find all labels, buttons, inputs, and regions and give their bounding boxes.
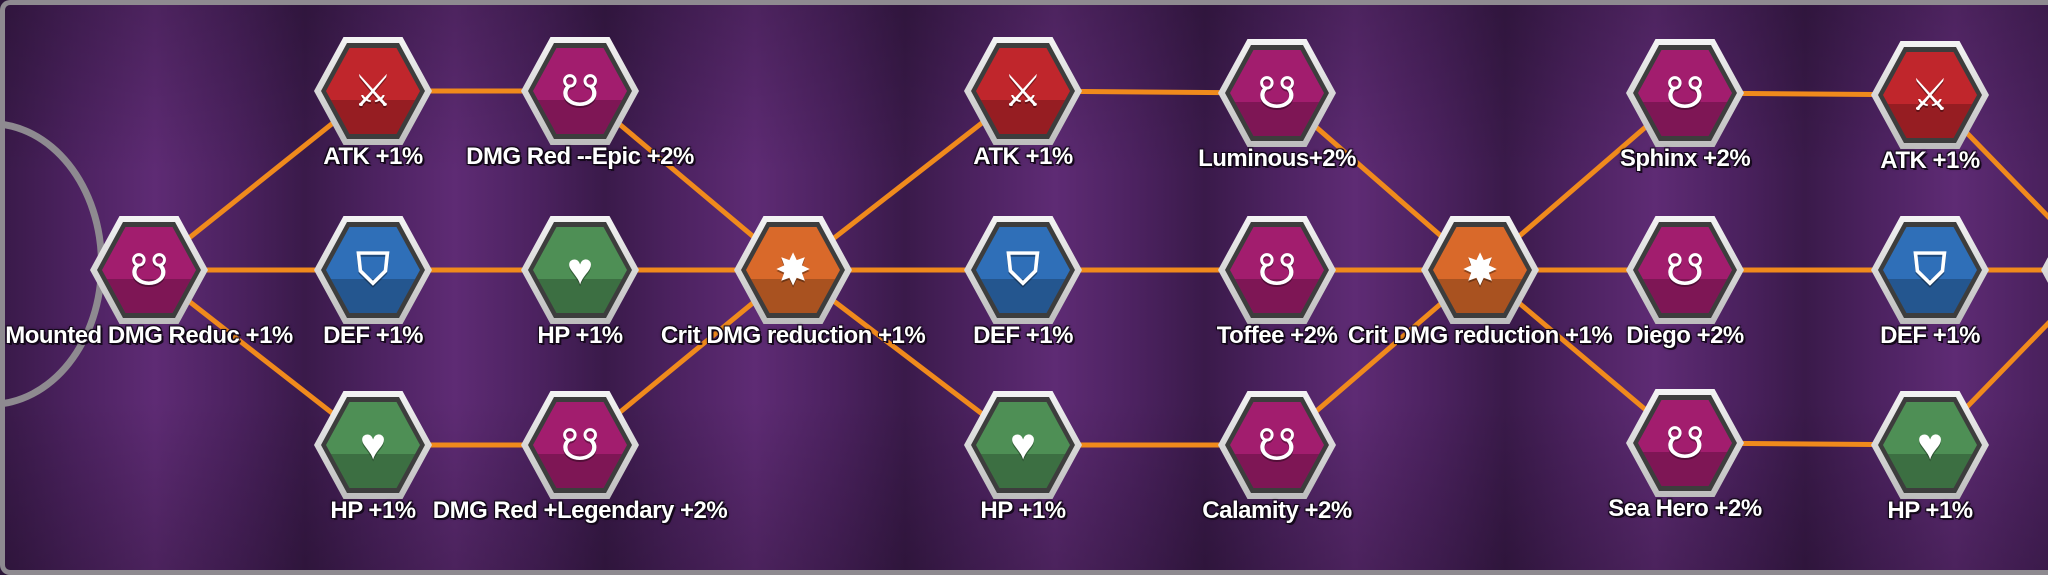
burst-icon: ✸: [774, 245, 812, 295]
mount-icon: ☋: [1665, 418, 1705, 468]
mount-icon: ☋: [1665, 245, 1705, 295]
sword-icon: ⚔: [1910, 70, 1950, 120]
talent-label-n19: DEF +1%: [1880, 322, 1980, 349]
heart-icon: ♥: [359, 420, 387, 469]
talent-label-n16: Diego +2%: [1626, 322, 1744, 349]
talent-label-n20: HP +1%: [1887, 497, 1973, 524]
talent-label-n1: ATK +1%: [323, 143, 423, 170]
shield-icon: ⛉: [356, 245, 390, 294]
talent-label-n15: Sphinx +2%: [1619, 145, 1751, 172]
talent-node-n1[interactable]: ⚔: [314, 37, 432, 145]
talent-node-n5[interactable]: ♥: [521, 216, 639, 324]
talent-label-n14: Crit DMG reduction +1%: [1347, 322, 1613, 349]
talent-label-n7: Crit DMG reduction +1%: [660, 322, 926, 349]
talent-label-n11: Luminous+2%: [1198, 145, 1356, 172]
talent-label-n17: Sea Hero +2%: [1608, 495, 1762, 522]
burst-icon: ✸: [2041, 216, 2048, 324]
talent-node-n10[interactable]: ♥: [964, 391, 1082, 499]
talent-label-n13: Calamity +2%: [1202, 497, 1352, 524]
mount-icon: ☋: [560, 66, 600, 116]
talent-label-n10: HP +1%: [980, 497, 1066, 524]
mount-icon: ☋: [1257, 245, 1297, 295]
talent-label-n5: HP +1%: [537, 322, 623, 349]
talent-label-n6: DMG Red +Legendary +2%: [432, 497, 728, 524]
sword-icon: ⚔: [353, 66, 393, 116]
mount-icon: ☋: [129, 245, 169, 295]
talent-label-n0: Mounted DMG Reduc +1%: [5, 322, 293, 349]
talent-label-n4: DMG Red --Epic +2%: [466, 143, 694, 170]
talent-node-n6[interactable]: ☋: [521, 391, 639, 499]
burst-icon: ✸: [1461, 245, 1499, 295]
talent-label-n12: Toffee +2%: [1216, 322, 1338, 349]
talent-label-n18: ATK +1%: [1880, 147, 1980, 174]
talent-node-n16[interactable]: ☋: [1626, 216, 1744, 324]
talent-node-n19[interactable]: ⛉: [1871, 216, 1989, 324]
talent-node-n21[interactable]: ✸: [2041, 216, 2048, 324]
talent-node-n3[interactable]: ♥: [314, 391, 432, 499]
talent-label-n3: HP +1%: [330, 497, 416, 524]
talent-node-n8[interactable]: ⚔: [964, 37, 1082, 145]
talent-node-n9[interactable]: ⛉: [964, 216, 1082, 324]
hex-fill: [533, 402, 627, 488]
talent-node-n20[interactable]: ♥: [1871, 391, 1989, 499]
talent-node-n12[interactable]: ☋: [1218, 216, 1336, 324]
mount-icon: ☋: [1665, 68, 1705, 118]
talent-node-n7[interactable]: ✸: [734, 216, 852, 324]
mount-icon: ☋: [1257, 68, 1297, 118]
talent-node-n0[interactable]: ☋: [90, 216, 208, 324]
talent-node-n11[interactable]: ☋: [1218, 39, 1336, 147]
talent-node-n2[interactable]: ⛉: [314, 216, 432, 324]
mount-icon: ☋: [1257, 420, 1297, 470]
talent-label-n2: DEF +1%: [323, 322, 423, 349]
mount-icon: ☋: [560, 420, 600, 470]
talent-node-n15[interactable]: ☋: [1626, 39, 1744, 147]
shield-icon: ⛉: [1913, 245, 1947, 294]
talent-node-n18[interactable]: ⚔: [1871, 41, 1989, 149]
talent-label-n9: DEF +1%: [973, 322, 1073, 349]
heart-icon: ♥: [1916, 420, 1944, 469]
talent-label-n8: ATK +1%: [973, 143, 1073, 170]
talent-node-n17[interactable]: ☋: [1626, 389, 1744, 497]
talent-node-n14[interactable]: ✸: [1421, 216, 1539, 324]
shield-icon: ⛉: [1006, 245, 1040, 294]
hex-fill: [746, 227, 840, 313]
hex-frame: [2041, 216, 2048, 324]
sword-icon: ⚔: [1003, 66, 1043, 116]
heart-icon: ♥: [1009, 420, 1037, 469]
talent-node-n4[interactable]: ☋: [521, 37, 639, 145]
talent-node-n13[interactable]: ☋: [1218, 391, 1336, 499]
heart-icon: ♥: [566, 245, 594, 294]
